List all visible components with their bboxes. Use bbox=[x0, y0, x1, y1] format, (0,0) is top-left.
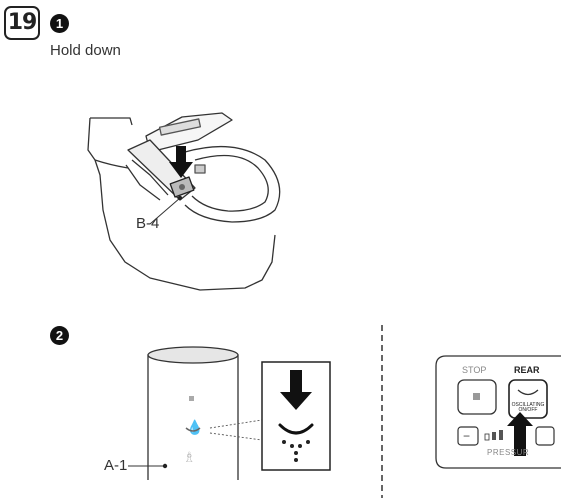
label-a1: A-1 bbox=[104, 457, 128, 474]
rear-label: REAR bbox=[514, 365, 540, 375]
sub-step-2-badge: 2 bbox=[50, 326, 69, 345]
svg-text:💧: 💧 bbox=[186, 419, 203, 436]
oscillating-label: OSCILLATING ON/OFF bbox=[511, 402, 545, 413]
rear-button bbox=[508, 379, 548, 419]
press-arrow-icon bbox=[169, 146, 193, 178]
step-number-box: 19 bbox=[4, 6, 40, 40]
remote-press-arrow-icon bbox=[507, 412, 533, 456]
label-b4: B-4 bbox=[136, 215, 160, 232]
oscillating-icon bbox=[278, 423, 314, 435]
instruction-text: Hold down bbox=[50, 42, 121, 59]
pressure-label: PRESSUR bbox=[487, 448, 530, 457]
minus-label: − bbox=[463, 429, 471, 443]
zoom-press-arrow-icon bbox=[280, 370, 312, 410]
stop-label: STOP bbox=[462, 365, 487, 375]
sub-step-1-badge: 1 bbox=[50, 14, 69, 33]
svg-text:♗: ♗ bbox=[183, 450, 196, 466]
